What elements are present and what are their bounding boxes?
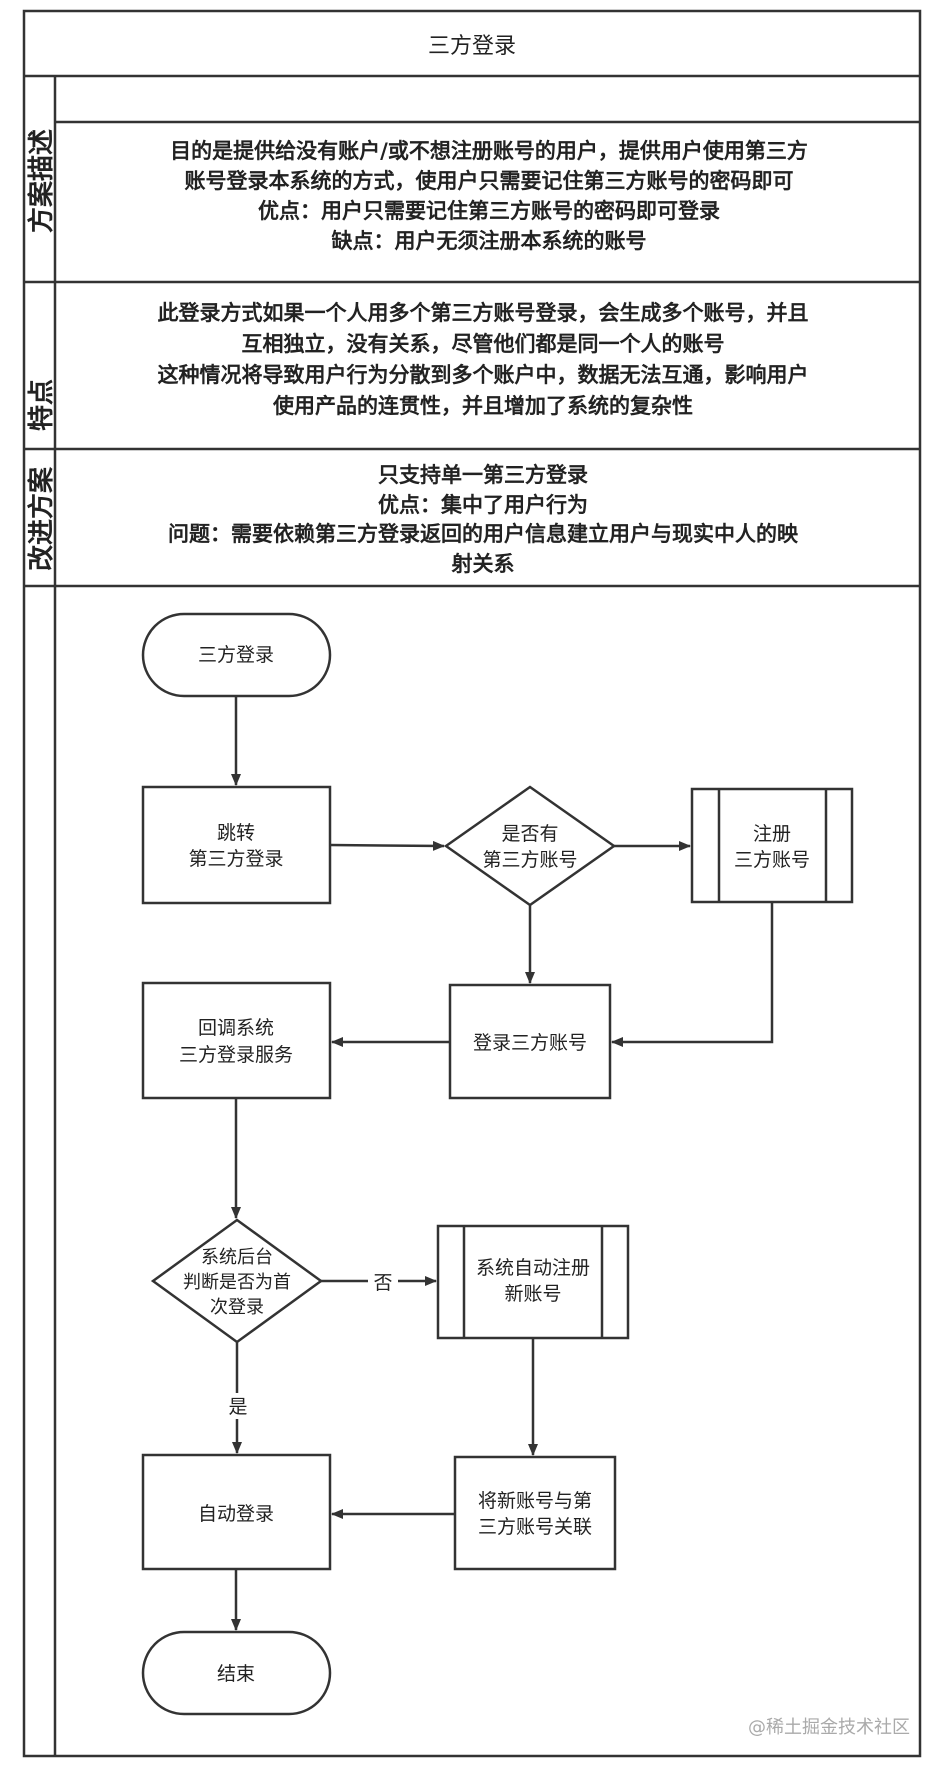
has-account-label-2: 第三方账号: [482, 849, 577, 871]
label-no: 否: [373, 1272, 392, 1294]
link-label-2: 三方账号关联: [478, 1516, 592, 1538]
outer-frame: [22, 9, 922, 1758]
auto-register-label-2: 新账号: [504, 1283, 561, 1305]
description-line: 账号登录本系统的方式，使用户只需要记住第三方账号的密码即可: [185, 169, 794, 193]
section-label-description: 方案描述: [26, 129, 57, 233]
auto-register-label-1: 系统自动注册: [476, 1257, 590, 1279]
first-login-label-1: 系统后台: [201, 1247, 273, 1268]
auto-login-label: 自动登录: [198, 1503, 274, 1525]
description-line: 优点：用户只需要记住第三方账号的密码即可登录: [258, 199, 720, 223]
link-account-node: [453, 1455, 617, 1571]
first-login-label-2: 判断是否为首: [183, 1272, 291, 1293]
label-yes: 是: [228, 1396, 247, 1418]
features-line: 互相独立，没有关系，尽管他们都是同一个人的账号: [242, 332, 725, 356]
end-node: [141, 1630, 332, 1716]
register-label-2: 三方账号: [734, 849, 810, 871]
has-account-decision: [443, 785, 617, 907]
first-login-label-3: 次登录: [210, 1297, 264, 1318]
section-label-improvement: 改进方案: [26, 466, 57, 571]
callback-label-1: 回调系统: [198, 1017, 274, 1039]
start-label: 三方登录: [198, 644, 274, 666]
improvement-line: 只支持单一第三方登录: [378, 463, 588, 487]
callback-node: [141, 981, 332, 1100]
link-label-1: 将新账号与第: [478, 1490, 592, 1512]
description-line: 缺点：用户无须注册本系统的账号: [332, 229, 647, 253]
features-line: 使用产品的连贯性，并且增加了系统的复杂性: [272, 394, 693, 418]
watermark: @稀土掘金技术社区: [748, 1717, 910, 1738]
jump-label-2: 第三方登录: [188, 848, 283, 870]
connector: [329, 840, 445, 851]
register-account-node: [690, 787, 854, 904]
description-line: 目的是提供给没有账户/或不想注册账号的用户，提供用户使用第三方: [170, 139, 808, 163]
register-label-1: 注册: [753, 823, 791, 845]
improvement-line: 优点：集中了用户行为: [378, 493, 588, 517]
features-line: 此登录方式如果一个人用多个第三方账号登录，会生成多个账号，并且: [158, 301, 809, 325]
section-label-features: 特点: [26, 379, 57, 431]
auto-register-node: [436, 1224, 630, 1340]
auto-login-node: [141, 1453, 332, 1571]
improvement-line: 射关系: [451, 552, 515, 576]
improvement-line: 问题：需要依赖第三方登录返回的用户信息建立用户与现实中人的映: [168, 522, 799, 546]
features-line: 这种情况将导致用户行为分散到多个账户中，数据无法互通，影响用户: [158, 363, 809, 387]
end-label: 结束: [217, 1663, 255, 1685]
jump-label-1: 跳转: [217, 822, 255, 844]
login-third-label: 登录三方账号: [473, 1032, 587, 1054]
has-account-label-1: 是否有: [501, 823, 558, 845]
login-third-node: [448, 983, 612, 1100]
connector: [611, 902, 774, 1047]
jump-login-node: [141, 785, 332, 905]
callback-label-2: 三方登录服务: [179, 1044, 293, 1066]
page-title: 三方登录: [428, 34, 516, 59]
